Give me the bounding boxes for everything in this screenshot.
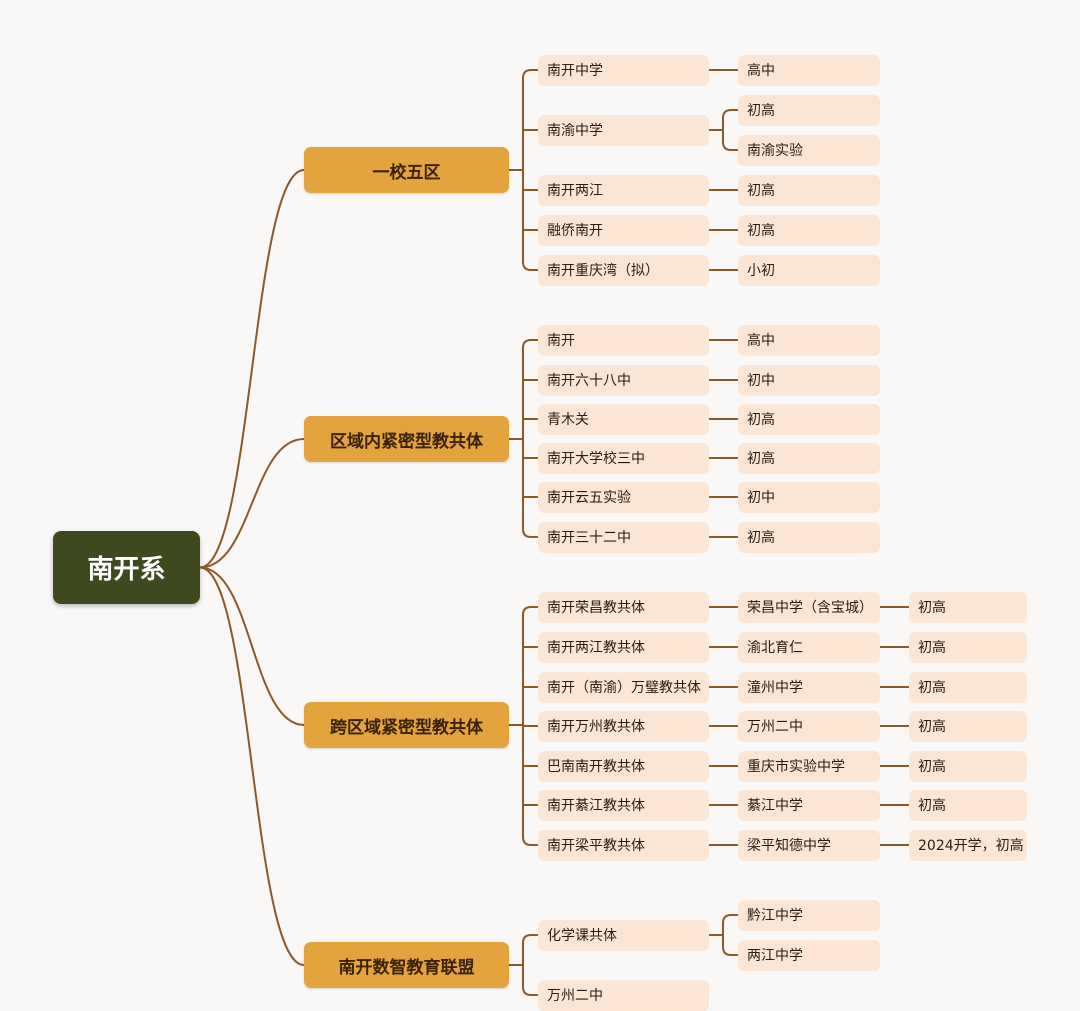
connector-root-branch xyxy=(199,566,305,726)
child-node: 两江中学 xyxy=(738,939,880,971)
item-node: 南开两江教共体 xyxy=(538,631,709,663)
child-node: 初高 xyxy=(738,442,880,474)
item-node: 南开梁平教共体 xyxy=(538,829,709,861)
grandchild-node: 初高 xyxy=(909,631,1027,663)
child-node: 渝北育仁 xyxy=(738,631,880,663)
child-node: 初高 xyxy=(738,174,880,206)
child-node: 荣昌中学（含宝城） xyxy=(738,591,880,623)
connector-branch-items xyxy=(508,934,539,996)
item-node: 南开重庆湾（拟） xyxy=(538,254,709,286)
child-node: 初高 xyxy=(738,521,880,553)
item-node: 南开三十二中 xyxy=(538,521,709,553)
item-node: 化学课共体 xyxy=(538,919,709,951)
child-node: 黔江中学 xyxy=(738,899,880,931)
item-node: 巴南南开教共体 xyxy=(538,750,709,782)
item-node: 南开綦江教共体 xyxy=(538,789,709,821)
item-node: 南开（南渝）万璧教共体 xyxy=(538,671,709,703)
connector-branch-items xyxy=(508,69,539,271)
item-node: 南开两江 xyxy=(538,174,709,206)
child-node: 小初 xyxy=(738,254,880,286)
grandchild-node: 2024开学，初高 xyxy=(909,829,1027,861)
item-node: 南渝中学 xyxy=(538,114,709,146)
child-node: 高中 xyxy=(738,54,880,86)
child-node: 初中 xyxy=(738,364,880,396)
branch-node: 一校五区 xyxy=(304,147,509,193)
child-node: 初高 xyxy=(738,94,880,126)
item-node: 融侨南开 xyxy=(538,214,709,246)
item-node: 南开六十八中 xyxy=(538,364,709,396)
branch-node: 区域内紧密型教共体 xyxy=(304,416,509,462)
grandchild-node: 初高 xyxy=(909,789,1027,821)
child-node: 初中 xyxy=(738,481,880,513)
connector-branch-items xyxy=(508,339,539,538)
connector-item-children xyxy=(708,914,739,956)
child-node: 南渝实验 xyxy=(738,134,880,166)
connector-branch-items xyxy=(508,606,539,846)
grandchild-node: 初高 xyxy=(909,591,1027,623)
item-node: 南开荣昌教共体 xyxy=(538,591,709,623)
child-node: 綦江中学 xyxy=(738,789,880,821)
item-node: 南开大学校三中 xyxy=(538,442,709,474)
connector-item-children xyxy=(708,109,739,151)
connector-root-branch xyxy=(199,438,305,569)
branch-node: 跨区域紧密型教共体 xyxy=(304,702,509,748)
child-node: 初高 xyxy=(738,403,880,435)
connector-root-branch xyxy=(199,566,305,966)
child-node: 梁平知德中学 xyxy=(738,829,880,861)
item-node: 青木关 xyxy=(538,403,709,435)
root-node: 南开系 xyxy=(53,531,200,604)
item-node: 南开万州教共体 xyxy=(538,710,709,742)
connector-root-branch xyxy=(199,169,305,569)
item-node: 南开云五实验 xyxy=(538,481,709,513)
child-node: 高中 xyxy=(738,324,880,356)
grandchild-node: 初高 xyxy=(909,671,1027,703)
child-node: 重庆市实验中学 xyxy=(738,750,880,782)
grandchild-node: 初高 xyxy=(909,710,1027,742)
item-node: 万州二中 xyxy=(538,979,709,1011)
child-node: 万州二中 xyxy=(738,710,880,742)
item-node: 南开 xyxy=(538,324,709,356)
child-node: 潼州中学 xyxy=(738,671,880,703)
branch-node: 南开数智教育联盟 xyxy=(304,942,509,988)
grandchild-node: 初高 xyxy=(909,750,1027,782)
child-node: 初高 xyxy=(738,214,880,246)
item-node: 南开中学 xyxy=(538,54,709,86)
